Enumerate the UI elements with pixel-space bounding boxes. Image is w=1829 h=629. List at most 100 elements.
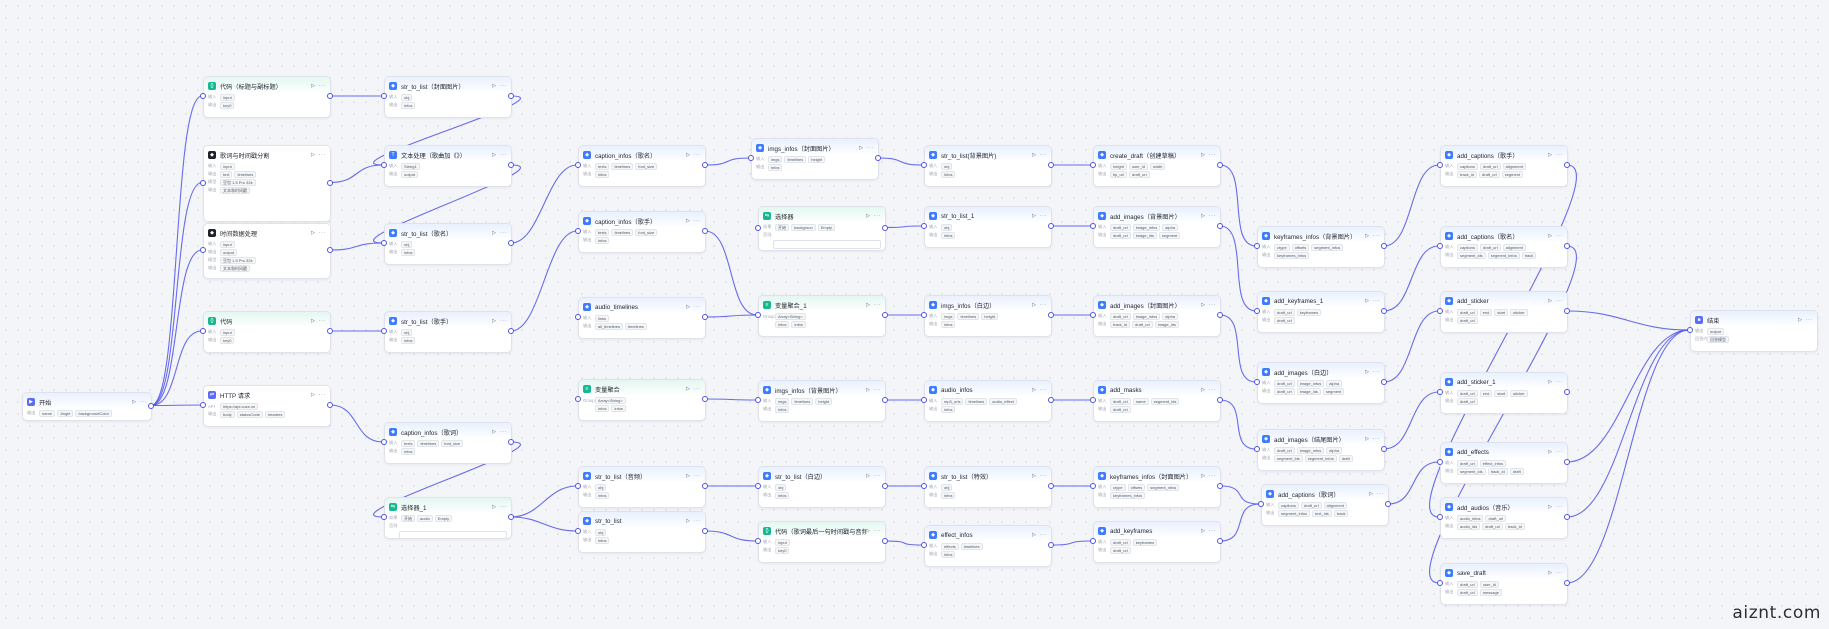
more-icon[interactable]: ··· — [1208, 213, 1216, 219]
input-port[interactable] — [575, 528, 581, 534]
more-icon[interactable]: ··· — [1208, 302, 1216, 308]
play-icon[interactable]: ▷ — [311, 152, 316, 158]
play-icon[interactable]: ▷ — [1365, 298, 1370, 304]
play-icon[interactable]: ▷ — [492, 230, 497, 236]
output-port[interactable] — [1048, 397, 1054, 403]
node-header[interactable]: ◆add_images（背景图片）▷··· — [1094, 207, 1220, 223]
more-icon[interactable]: ··· — [499, 504, 507, 510]
play-icon[interactable]: ▷ — [1201, 473, 1206, 479]
output-port[interactable] — [508, 162, 514, 168]
node-header[interactable]: ◆str_to_list▷··· — [579, 512, 705, 528]
more-icon[interactable]: ··· — [1208, 473, 1216, 479]
play-icon[interactable]: ▷ — [1548, 504, 1553, 510]
more-icon[interactable]: ··· — [318, 318, 326, 324]
output-port[interactable] — [1381, 379, 1387, 385]
node-header[interactable]: ◆str_to_list（封面图片）▷··· — [385, 77, 511, 93]
node-header[interactable]: ◆歌词与时间戳分割▷··· — [204, 146, 330, 162]
input-port[interactable] — [381, 514, 387, 520]
node-header[interactable]: ◆str_to_list（白边）▷··· — [759, 467, 885, 483]
node-header[interactable]: ◆keyframes_infos（封面图片）▷··· — [1094, 467, 1220, 483]
input-port[interactable] — [1090, 538, 1096, 544]
more-icon[interactable]: ··· — [1372, 369, 1380, 375]
input-port[interactable] — [381, 162, 387, 168]
more-icon[interactable]: ··· — [1039, 302, 1047, 308]
node-header[interactable]: ◆str_to_list（歌名）▷··· — [385, 224, 511, 240]
output-port[interactable] — [1381, 308, 1387, 314]
more-icon[interactable]: ··· — [1039, 213, 1047, 219]
more-icon[interactable]: ··· — [499, 230, 507, 236]
output-port[interactable] — [1048, 542, 1054, 548]
output-port[interactable] — [508, 240, 514, 246]
input-port[interactable] — [1687, 327, 1693, 333]
output-port[interactable] — [702, 396, 708, 402]
output-port[interactable] — [1381, 446, 1387, 452]
input-port[interactable] — [1090, 223, 1096, 229]
play-icon[interactable]: ▷ — [1201, 387, 1206, 393]
output-port[interactable] — [1048, 162, 1054, 168]
node-header[interactable]: ◆str_to_list（特效）▷··· — [925, 467, 1051, 483]
node-header[interactable]: ≡变量聚合▷··· — [579, 380, 705, 396]
input-port[interactable] — [921, 483, 927, 489]
node-header[interactable]: ◆str_to_list(背景图片)▷··· — [925, 146, 1051, 162]
input-port[interactable] — [575, 396, 581, 402]
node-header[interactable]: ◆create_draft（创建草稿）▷··· — [1094, 146, 1220, 162]
node-header[interactable]: ◆caption_infos（歌手）▷··· — [579, 212, 705, 228]
output-port[interactable] — [1048, 483, 1054, 489]
play-icon[interactable]: ▷ — [686, 518, 691, 524]
play-icon[interactable]: ▷ — [1201, 302, 1206, 308]
input-port[interactable] — [200, 93, 206, 99]
play-icon[interactable]: ▷ — [686, 304, 691, 310]
input-port[interactable] — [755, 483, 761, 489]
node-header[interactable]: ◆add_captions（歌名）▷··· — [1441, 227, 1567, 243]
more-icon[interactable]: ··· — [1376, 491, 1384, 497]
more-icon[interactable]: ··· — [1555, 233, 1563, 239]
play-icon[interactable]: ▷ — [492, 504, 497, 510]
node-header[interactable]: ◆add_sticker▷··· — [1441, 292, 1567, 308]
more-icon[interactable]: ··· — [873, 302, 881, 308]
output-port[interactable] — [702, 483, 708, 489]
more-icon[interactable]: ··· — [318, 230, 326, 236]
node-header[interactable]: ◆add_sticker_1▷··· — [1441, 373, 1567, 389]
play-icon[interactable]: ▷ — [1798, 317, 1803, 323]
play-icon[interactable]: ▷ — [492, 429, 497, 435]
play-icon[interactable]: ▷ — [1365, 233, 1370, 239]
play-icon[interactable]: ▷ — [1201, 213, 1206, 219]
more-icon[interactable]: ··· — [1039, 532, 1047, 538]
play-icon[interactable]: ▷ — [1369, 491, 1374, 497]
output-port[interactable] — [1564, 243, 1570, 249]
more-icon[interactable]: ··· — [693, 518, 701, 524]
input-port[interactable] — [381, 93, 387, 99]
more-icon[interactable]: ··· — [1805, 317, 1813, 323]
input-port[interactable] — [575, 228, 581, 234]
output-port[interactable] — [508, 439, 514, 445]
node-header[interactable]: ⇆选择器▷··· — [759, 207, 885, 223]
more-icon[interactable]: ··· — [1039, 387, 1047, 393]
more-icon[interactable]: ··· — [1208, 387, 1216, 393]
node-header[interactable]: ◆add_images（封面图片）▷··· — [1094, 296, 1220, 312]
more-icon[interactable]: ··· — [1555, 570, 1563, 576]
play-icon[interactable]: ▷ — [1032, 387, 1037, 393]
node-header[interactable]: ◆effect_infos▷··· — [925, 526, 1051, 542]
output-port[interactable] — [327, 402, 333, 408]
play-icon[interactable]: ▷ — [866, 528, 871, 534]
